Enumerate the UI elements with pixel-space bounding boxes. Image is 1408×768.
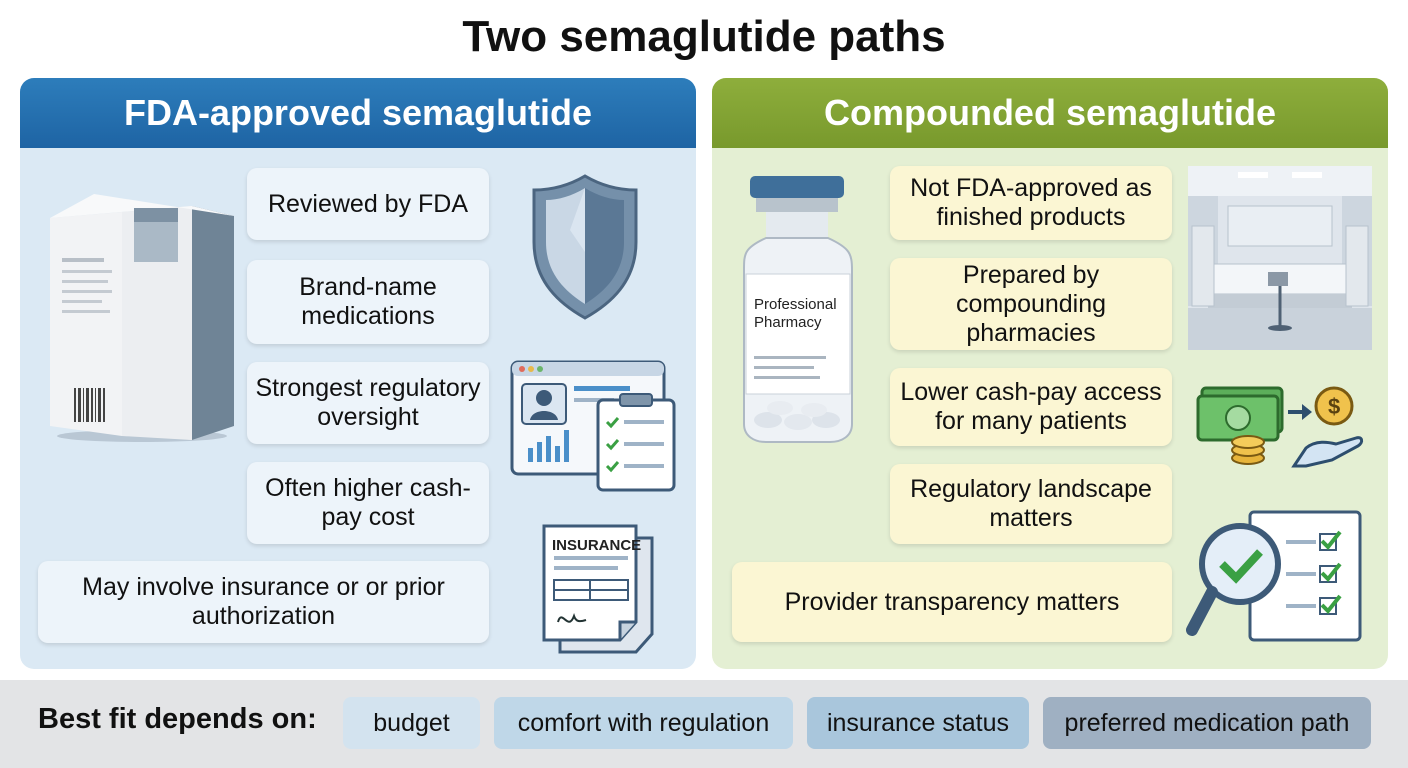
card-provider-transparency: Provider transparency matters — [732, 562, 1172, 642]
best-fit-label: Best fit depends on: — [38, 703, 317, 735]
chip-insurance-status: insurance status — [807, 697, 1029, 749]
chip-comfort-with-regulation: comfort with regulation — [494, 697, 793, 749]
chip-budget: budget — [343, 697, 480, 749]
vial-label-line-1: Professional — [754, 296, 837, 313]
insurance-doc-label: INSURANCE — [552, 537, 642, 554]
compounded-panel: Compounded semaglutide Professional Phar… — [712, 78, 1388, 669]
best-fit-bar: Best fit depends on: budget comfort with… — [0, 680, 1408, 768]
card-insurance-prior-authorization: May involve insurance or or prior author… — [38, 561, 489, 643]
card-not-fda-approved: Not FDA-approved as finished products — [890, 166, 1172, 240]
medication-box-icon — [42, 178, 242, 443]
card-strongest-regulatory-oversight: Strongest regulatory oversight — [247, 362, 489, 444]
cash-payment-icon: $ — [1196, 378, 1366, 473]
fda-approved-panel: FDA-approved semaglutide — [20, 78, 696, 669]
medicine-vial-icon — [740, 174, 862, 444]
svg-text:$: $ — [1328, 394, 1340, 419]
pharmacy-lab-image — [1188, 166, 1372, 350]
card-reviewed-by-fda: Reviewed by FDA — [247, 168, 489, 240]
dashboard-checklist-icon — [510, 358, 680, 493]
insurance-document-icon — [540, 522, 660, 657]
chip-preferred-medication-path: preferred medication path — [1043, 697, 1371, 749]
compounded-heading: Compounded semaglutide — [712, 78, 1388, 148]
vial-label-line-2: Pharmacy — [754, 314, 822, 331]
shield-icon — [530, 172, 640, 322]
card-lower-cash-pay-access: Lower cash-pay access for many patients — [890, 368, 1172, 446]
card-higher-cash-pay-cost: Often higher cash-pay cost — [247, 462, 489, 544]
card-brand-name-medications: Brand-name medications — [247, 260, 489, 344]
fda-approved-heading: FDA-approved semaglutide — [20, 78, 696, 148]
page-title: Two semaglutide paths — [462, 12, 946, 61]
card-regulatory-landscape: Regulatory landscape matters — [890, 464, 1172, 544]
magnifier-checklist-icon — [1186, 508, 1376, 648]
card-prepared-by-compounding: Prepared by compounding pharmacies — [890, 258, 1172, 350]
